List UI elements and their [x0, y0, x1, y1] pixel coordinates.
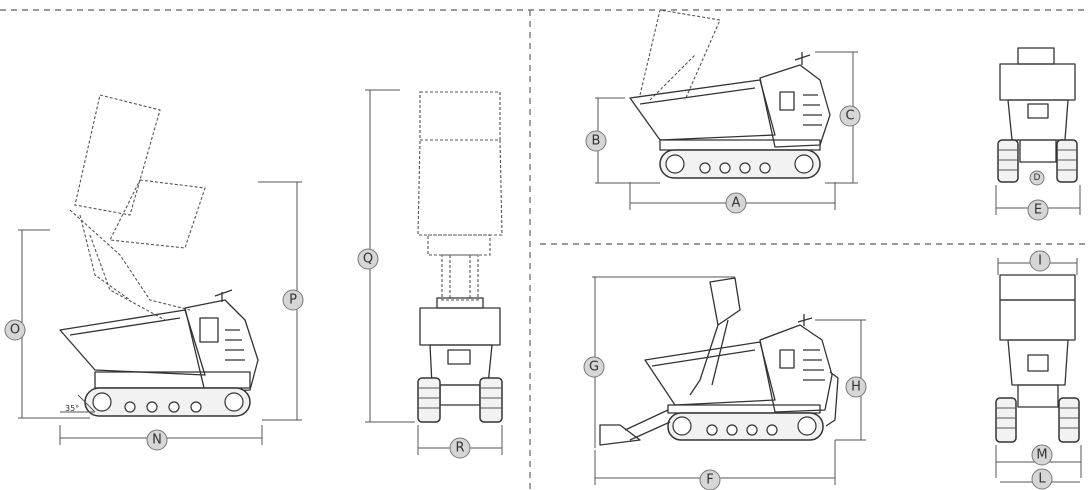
- label-I: I: [1029, 250, 1051, 272]
- label-C: C: [839, 105, 861, 127]
- svg-text:G: G: [589, 360, 599, 375]
- svg-text:I: I: [1038, 254, 1042, 269]
- front-view-dumper: [997, 47, 1078, 183]
- svg-text:B: B: [592, 134, 601, 149]
- svg-text:E: E: [1034, 203, 1042, 218]
- angle-label: 35°: [65, 404, 79, 413]
- label-M: M: [1031, 444, 1053, 466]
- label-P: P: [282, 289, 304, 311]
- label-Q: Q: [357, 248, 379, 270]
- label-R: R: [449, 437, 471, 459]
- svg-text:D: D: [1034, 173, 1041, 183]
- label-G: G: [583, 356, 605, 378]
- label-N: N: [146, 429, 168, 451]
- svg-text:Q: Q: [363, 252, 373, 267]
- section-dividers: [0, 9, 1088, 490]
- label-F: F: [699, 469, 721, 490]
- svg-text:R: R: [455, 441, 464, 456]
- side-view-tipping: 35°: [59, 94, 259, 417]
- dimension-O: [18, 229, 90, 419]
- svg-text:F: F: [706, 473, 713, 488]
- label-H: H: [845, 376, 867, 398]
- front-view-raised: [417, 91, 503, 423]
- svg-text:P: P: [289, 293, 297, 308]
- svg-text:A: A: [732, 196, 741, 211]
- svg-text:M: M: [1036, 448, 1047, 463]
- svg-text:C: C: [845, 109, 854, 124]
- front-view-loader: [995, 274, 1080, 443]
- label-E: E: [1027, 199, 1049, 221]
- svg-text:O: O: [10, 323, 20, 338]
- svg-text:H: H: [851, 380, 861, 395]
- side-view-loader: [599, 277, 839, 446]
- side-view-dumper: [629, 9, 831, 179]
- svg-text:N: N: [152, 433, 162, 448]
- label-bubbles: O N P Q R B A C D E G H F I M L: [4, 105, 1053, 490]
- label-A: A: [725, 192, 747, 214]
- svg-text:L: L: [1038, 472, 1046, 487]
- label-O: O: [4, 319, 26, 341]
- label-D: D: [1029, 170, 1045, 186]
- label-L: L: [1031, 468, 1053, 490]
- label-B: B: [585, 130, 607, 152]
